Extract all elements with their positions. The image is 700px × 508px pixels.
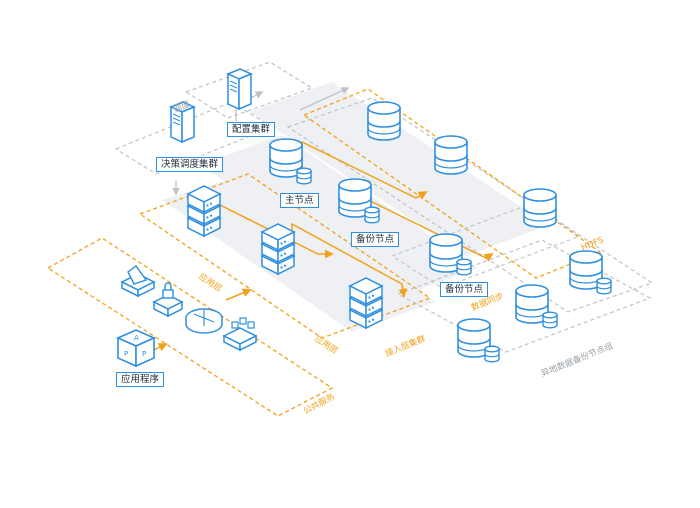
hdfs-database-icon [434, 135, 468, 175]
app-cube-letter: A [134, 334, 139, 342]
app-program-label: 应用程序 [116, 372, 165, 387]
master-node-label: 主节点 [280, 193, 319, 208]
backup-node-label: 备份节点 [351, 232, 400, 247]
app-server-stack-icon [261, 223, 295, 275]
backup-node-mini-database-icon [456, 258, 472, 276]
config-link-arrow [299, 87, 350, 111]
backup-node-label: 备份节点 [440, 282, 489, 297]
hdfs-database-icon [523, 188, 557, 228]
access-server-stack-icon [187, 185, 221, 237]
app-cube-letter: P [142, 350, 146, 358]
sync-region [390, 203, 582, 289]
public-service-region [46, 237, 334, 417]
master-node-mini-database-icon [296, 167, 312, 185]
remote-mini-database-icon [596, 277, 612, 295]
access-cluster-server-stack-icon [349, 277, 383, 329]
decision-cluster-label: 决策调度集群 [156, 157, 224, 172]
band-hdfs [250, 82, 548, 256]
remote-mini-database-icon [484, 345, 500, 363]
public-to-app-arrow [225, 288, 252, 301]
remote-outer-region [286, 97, 654, 313]
app-cube-icon: A P P [116, 329, 156, 368]
app-cube-letter: P [124, 350, 128, 358]
config-server-icon [227, 68, 252, 110]
shield-block-icon [185, 308, 223, 334]
chart-block-icon [120, 265, 156, 298]
grid-block-icon [222, 317, 258, 352]
backup-node-mini-database-icon [364, 206, 380, 224]
band-master-backup [200, 135, 478, 298]
config-cluster-label: 配置集群 [227, 122, 276, 137]
lock-block-icon [152, 282, 184, 318]
hdfs-database-icon [367, 101, 401, 141]
remote-mini-database-icon [542, 311, 558, 329]
hdfs-region [302, 88, 602, 279]
